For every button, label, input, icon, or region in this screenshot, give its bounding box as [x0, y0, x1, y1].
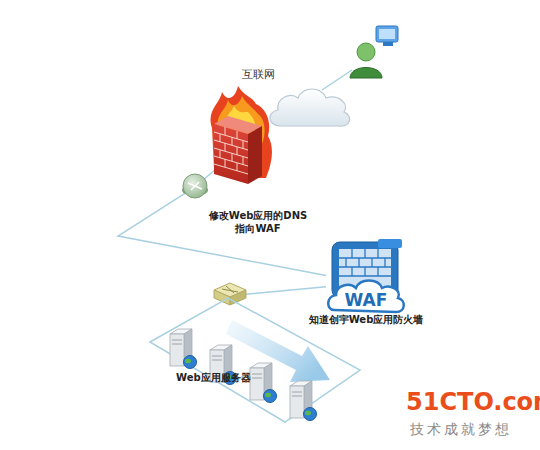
cloud-outline [270, 89, 350, 126]
waf-bricks [339, 249, 391, 276]
server-band-outline [150, 298, 360, 422]
user-icon [350, 26, 398, 78]
router-arrows [188, 182, 202, 190]
server-band: Web应用服务器 [146, 298, 364, 424]
network-label: 互联网 [242, 68, 302, 82]
monitor-screen [379, 29, 395, 39]
waf-shape [326, 240, 406, 326]
firewall-symbol [211, 86, 272, 184]
server-symbol [290, 381, 317, 421]
server-symbol [170, 329, 197, 369]
connector-label: 修改Web应用的DNS 指向WAF [206, 209, 310, 235]
switch-arrows [222, 286, 238, 293]
monitor-stand [383, 42, 393, 46]
waf-tag [378, 239, 402, 248]
internet-cloud: 互联网 [236, 60, 354, 132]
wall-side [248, 126, 262, 184]
user-head [357, 43, 375, 61]
monitor-symbol [376, 26, 398, 42]
router-symbol [182, 174, 208, 198]
waf-icon: WAF知道创宇Web应用防火墙 [326, 240, 406, 326]
watermark-logo: 51CTO.com [406, 388, 540, 416]
brick-lines [214, 127, 248, 174]
watermark-slogan: 技术成就梦想 [410, 421, 512, 439]
network-wire [322, 70, 352, 90]
router-body [183, 174, 207, 198]
band-shape [146, 298, 364, 424]
user-body [350, 68, 382, 79]
waf-caption: 知道创宇Web应用防火墙 [294, 314, 438, 327]
wall-front [214, 124, 248, 184]
switch-symbol [214, 283, 246, 305]
waf-title: WAF [326, 290, 406, 311]
server-group-label: Web应用服务器 [176, 372, 276, 385]
server-symbol [250, 363, 277, 403]
